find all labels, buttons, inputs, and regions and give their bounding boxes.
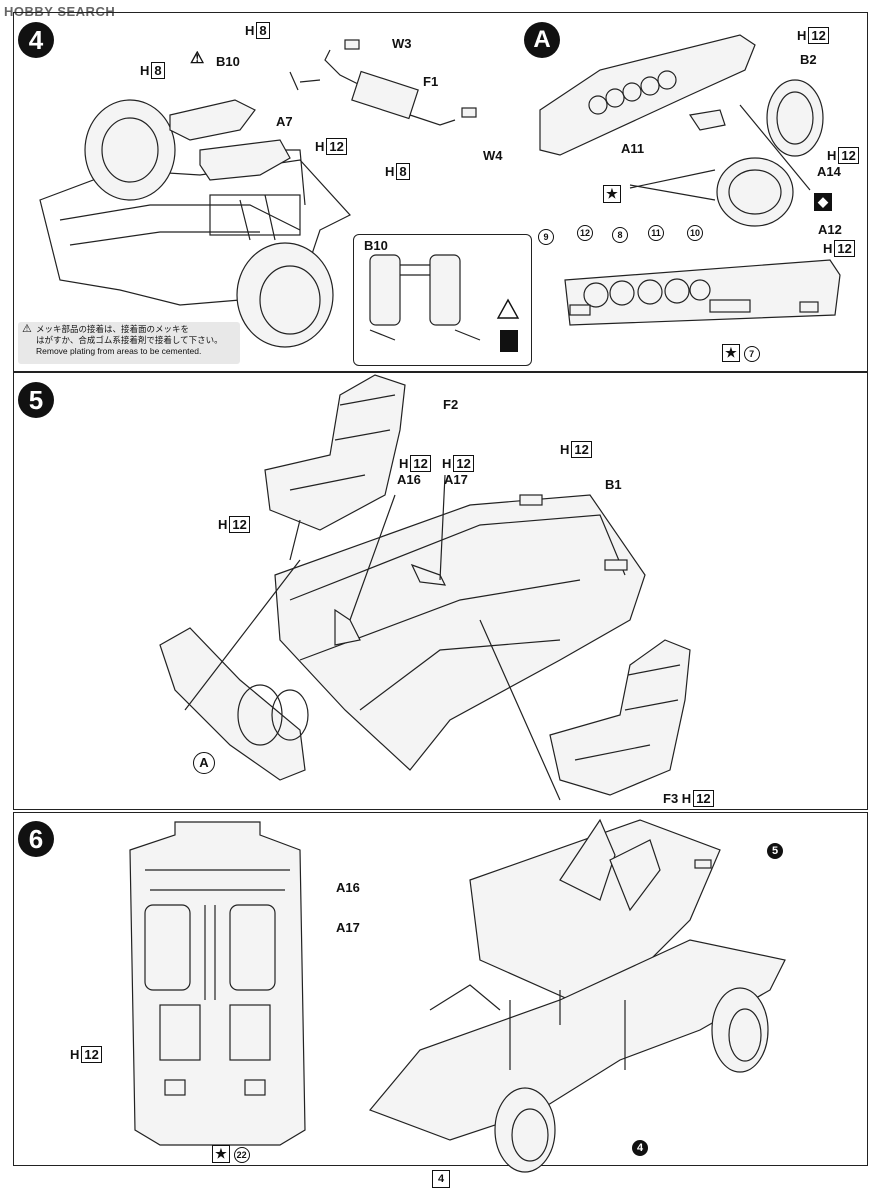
ref-step-5: 5 xyxy=(767,843,783,859)
star-icon: ★ xyxy=(212,1145,230,1163)
top-view-drawing xyxy=(129,821,306,1146)
dashboard-drawing-a xyxy=(539,34,841,326)
label-w4: W4 xyxy=(483,148,503,163)
step-number-4: 4 xyxy=(18,22,54,58)
inset-drawing-b10 xyxy=(369,254,520,352)
watermark: HOBBY SEARCH xyxy=(4,4,116,19)
step-number-5: 5 xyxy=(18,382,54,418)
label-b2: B2 xyxy=(800,52,817,67)
decal-7: ★ 7 xyxy=(722,344,760,362)
subassembly-a-marker: A xyxy=(524,22,560,58)
label-a12: A12 xyxy=(818,222,842,237)
chassis-drawing-step4 xyxy=(39,99,351,348)
interior-tub-drawing xyxy=(274,494,646,771)
plating-note: ⚠ メッキ部品の接着は、接着面のメッキを はがすか、合成ゴム系接着剤で接着して下さ… xyxy=(18,322,240,364)
label-a16-step5: A16 xyxy=(397,472,421,487)
step-5-frame xyxy=(13,372,868,810)
exhaust-drawing xyxy=(289,39,477,126)
page-number: 4 xyxy=(432,1170,450,1188)
label-a7: A7 xyxy=(276,114,293,129)
label-a17-step6: A17 xyxy=(336,920,360,935)
ref-step-4: 4 xyxy=(632,1140,648,1156)
gauge-decal-8: 8 xyxy=(612,226,628,243)
seat-f3-drawing xyxy=(549,639,691,796)
inset-label-b10: B10 xyxy=(364,238,388,253)
warning-icon: ⚠ xyxy=(22,323,32,335)
label-f2: F2 xyxy=(443,397,459,412)
dash-part-step5 xyxy=(159,627,309,781)
gauge-decal-12: 12 xyxy=(577,224,593,241)
note-ja-line1: メッキ部品の接着は、接着面のメッキを xyxy=(36,324,190,334)
step-number-6: 6 xyxy=(18,821,54,857)
subassembly-a-ref: A xyxy=(193,752,215,774)
label-f1: F1 xyxy=(423,74,439,89)
arrow-icon: ◆ xyxy=(814,193,832,211)
decal-22: ★ 22 xyxy=(212,1145,250,1163)
tub-on-chassis-drawing xyxy=(368,818,786,1173)
seat-f2-drawing xyxy=(264,374,406,531)
label-a17-step5: A17 xyxy=(444,472,468,487)
label-w3: W3 xyxy=(392,36,412,51)
label-a14: A14 xyxy=(817,164,841,179)
warning-icon: ⚠ xyxy=(190,50,205,67)
label-a16-step6: A16 xyxy=(336,880,360,895)
label-b1: B1 xyxy=(605,477,622,492)
step-4-frame xyxy=(13,12,868,372)
note-en: Remove plating from areas to be cemented… xyxy=(36,346,202,356)
label-a11: A11 xyxy=(621,141,645,156)
star-icon: ★ xyxy=(722,344,740,362)
step-6-frame xyxy=(13,812,868,1166)
gauge-decal-11: 11 xyxy=(648,224,664,241)
label-b10: B10 xyxy=(216,54,240,69)
gauge-decal-9: 9 xyxy=(538,228,554,245)
gauge-decal-10: 10 xyxy=(687,224,703,241)
note-ja-line2: はがすか、合成ゴム系接着剤で接着して下さい。 xyxy=(36,335,223,345)
inset-b10-panel xyxy=(353,234,532,366)
star-icon: ★ xyxy=(603,185,621,203)
